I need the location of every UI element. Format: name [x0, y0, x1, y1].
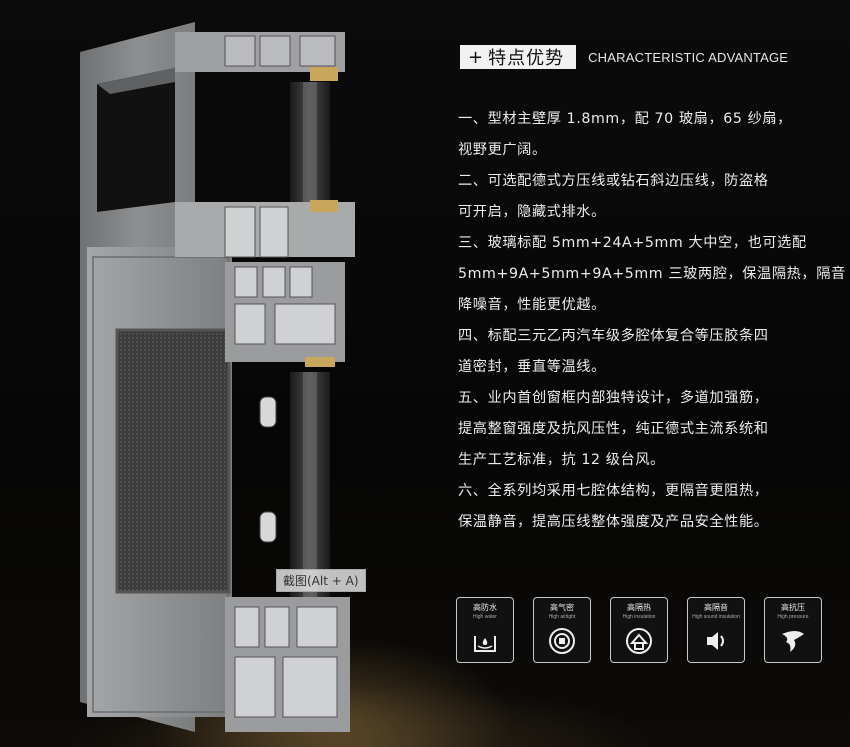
badge-pressure: 高抗压 High pressure — [764, 597, 822, 663]
plus-icon: + — [468, 46, 485, 68]
section-heading: + 特点优势 CHARACTERISTIC ADVANTAGE — [460, 44, 788, 70]
heat-insulation-icon — [626, 628, 652, 654]
feature-line: 六、全系列均采用七腔体结构，更隔音更阻热， — [458, 483, 769, 499]
badge-sublabel: High insulation — [622, 614, 656, 620]
title-en: CHARACTERISTIC ADVANTAGE — [588, 49, 789, 65]
screenshot-tooltip: 截图(Alt + A) — [276, 569, 366, 592]
badge-sublabel: High airtight — [548, 614, 576, 620]
badge-label: 高隔热 — [627, 603, 651, 612]
feature-line: 提高整窗强度及抗风压性，纯正德式主流系统和 — [458, 421, 769, 437]
badge-label: 高抗压 — [781, 603, 805, 612]
window-frame-illustration — [75, 12, 365, 742]
feature-line: 四、标配三元乙丙汽车级多腔体复合等压胶条四 — [458, 328, 769, 344]
feature-line: 道密封，垂直等温线。 — [458, 359, 606, 375]
badge-label: 高气密 — [550, 603, 574, 612]
feature-list: 一、型材主壁厚 1.8mm，配 70 玻扇，65 纱扇， 视野更广阔。 二、可选… — [458, 104, 846, 538]
feature-line: 三、玻璃标配 5mm+24A+5mm 大中空，也可选配 — [458, 235, 807, 251]
feature-line: 保温静音，提高压线整体强度及产品安全性能。 — [458, 514, 769, 530]
title-box: + 特点优势 — [460, 45, 577, 69]
feature-line: 降噪音，性能更优越。 — [458, 297, 606, 313]
badge-insulation: 高隔热 High insulation — [610, 597, 668, 663]
feature-line: 5mm+9A+5mm+9A+5mm 三玻两腔，保温隔热，隔音 — [458, 266, 846, 282]
feature-line: 视野更广阔。 — [458, 142, 547, 158]
badge-sublabel: High sound insulation — [692, 614, 740, 620]
water-drop-icon — [474, 636, 496, 652]
feature-line: 可开启，隐藏式排水。 — [458, 204, 606, 220]
badge-label: 高隔音 — [704, 603, 728, 612]
badge-sound: 高隔音 High sound insulation — [687, 597, 745, 663]
feature-line: 二、可选配德式方压线或钻石斜边压线，防盗格 — [458, 173, 769, 189]
badge-sublabel: High water — [473, 614, 497, 620]
title-cn: 特点优势 — [488, 48, 565, 69]
aluminum-profile-drawing — [80, 22, 355, 732]
badge-sublabel: High pressure — [777, 614, 809, 620]
badge-water: 高防水 High water — [456, 597, 514, 663]
feature-badges: 高防水 High water 高气密 High airtight 高隔热 Hig… — [456, 597, 822, 663]
speaker-icon — [707, 632, 724, 650]
feature-line: 一、型材主壁厚 1.8mm，配 70 玻扇，65 纱扇， — [458, 111, 792, 127]
wind-pressure-icon — [782, 631, 804, 652]
badge-label: 高防水 — [473, 603, 497, 612]
badge-airtight: 高气密 High airtight — [533, 597, 591, 663]
feature-line: 五、业内首创窗框内部独特设计，多道加强筋， — [458, 390, 769, 406]
airtight-seal-icon — [549, 628, 575, 654]
feature-line: 生产工艺标准，抗 12 级台风。 — [458, 452, 665, 468]
